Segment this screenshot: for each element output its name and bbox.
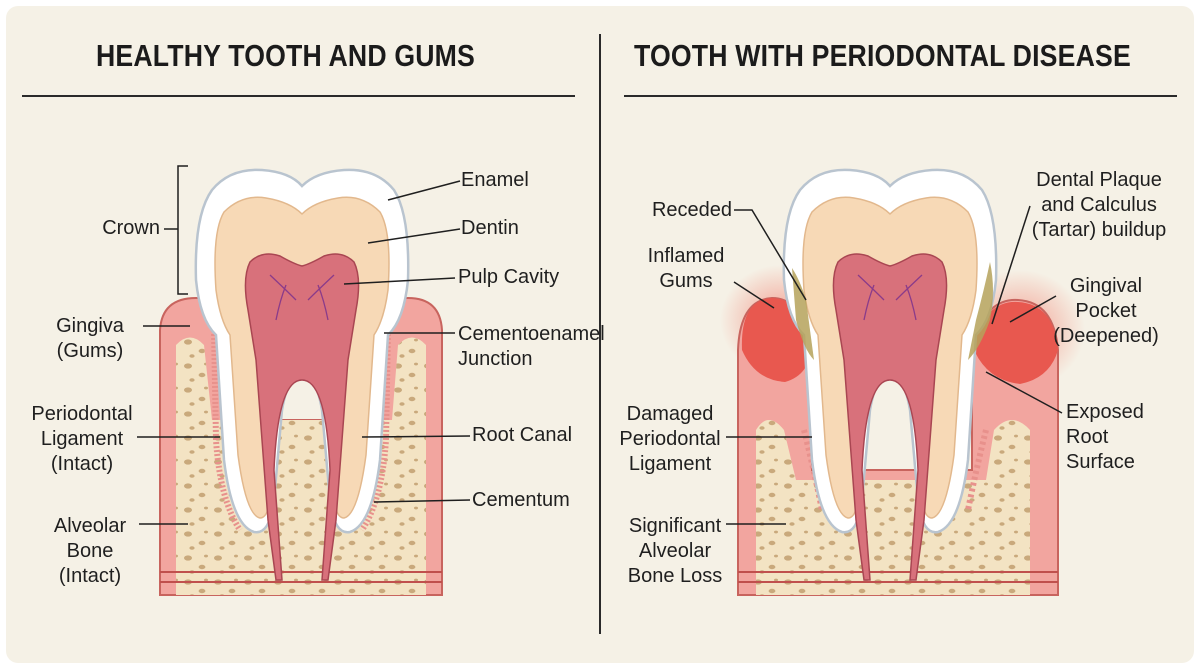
label-cementum: Cementum bbox=[472, 489, 570, 511]
label-receded: Receded bbox=[651, 199, 732, 221]
inflamed-gum-right bbox=[972, 301, 1058, 384]
tartar-deposit-left bbox=[792, 268, 814, 360]
label-exposed-root-surface: Exposed Root Surface bbox=[1066, 401, 1144, 473]
label-gingiva: Gingiva (Gums) bbox=[56, 315, 124, 362]
label-cementoenamel-junction: Cementoenamel Junction bbox=[458, 323, 605, 370]
label-crown: Crown bbox=[102, 217, 160, 239]
right-panel-title: TOOTH WITH PERIODONTAL DISEASE bbox=[634, 38, 1131, 73]
healthy-tooth-group bbox=[159, 168, 443, 596]
label-dental-plaque-calculus: Dental Plaque and Calculus (Tartar) buil… bbox=[1031, 169, 1167, 241]
tartar-deposit-right bbox=[968, 262, 993, 360]
left-panel-title: HEALTHY TOOTH AND GUMS bbox=[96, 38, 476, 73]
label-alveolar-bone: Alveolar Bone (Intact) bbox=[53, 515, 127, 587]
label-inflamed-gums: Inflamed Gums bbox=[647, 245, 725, 292]
label-enamel: Enamel bbox=[461, 169, 529, 191]
leader-lines bbox=[137, 165, 1063, 525]
label-dentin: Dentin bbox=[461, 217, 519, 239]
label-damaged-periodontal-ligament: Damaged Periodontal Ligament bbox=[619, 403, 721, 475]
label-gingival-pocket: Gingival Pocket (Deepened) bbox=[1053, 275, 1159, 347]
label-alveolar-bone-loss: Significant Alveolar Bone Loss bbox=[627, 515, 723, 587]
left-title-rule bbox=[22, 95, 575, 97]
panel-divider bbox=[599, 34, 601, 634]
diseased-pulp-cavity bbox=[832, 253, 948, 581]
label-periodontal-ligament: Periodontal Ligament (Intact) bbox=[31, 403, 133, 475]
label-root-canal: Root Canal bbox=[472, 424, 573, 446]
right-title-rule bbox=[624, 95, 1177, 97]
diseased-tooth-group bbox=[720, 168, 1085, 596]
label-pulp-cavity: Pulp Cavity bbox=[458, 266, 560, 288]
healthy-pulp-cavity bbox=[244, 253, 360, 581]
